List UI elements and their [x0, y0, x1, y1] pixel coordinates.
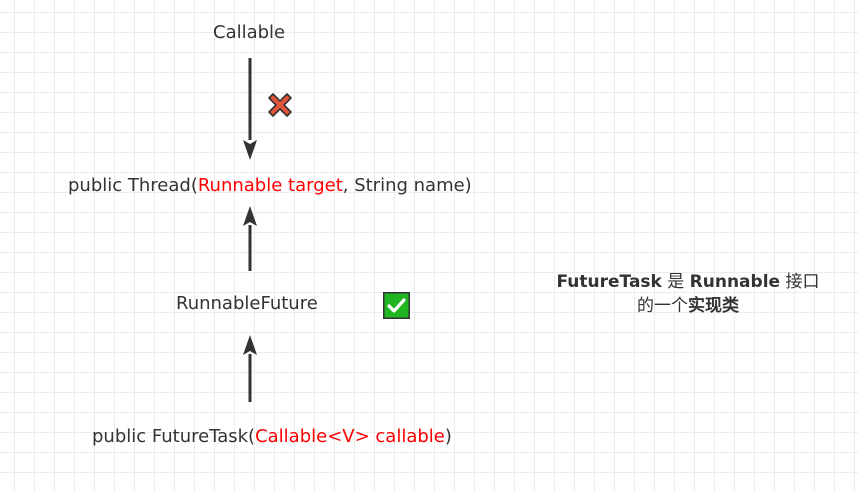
- arrow-runnablefuture-to-thread: [243, 206, 257, 271]
- note-interface: 接口: [780, 272, 820, 292]
- note-futuretask: FutureTask: [556, 272, 662, 292]
- thread-prefix: public Thread(: [68, 175, 198, 196]
- thread-suffix: , String name): [342, 175, 472, 196]
- check-mark-icon: [383, 292, 410, 319]
- futuretask-constructor-node: public FutureTask(Callable<V> callable): [92, 426, 452, 448]
- note-implementation: 实现类: [688, 296, 739, 316]
- futuretask-highlight: Callable<V> callable: [255, 426, 445, 447]
- futuretask-suffix: ): [444, 426, 452, 447]
- note-is: 是: [661, 272, 690, 292]
- futuretask-prefix: public FutureTask(: [92, 426, 256, 447]
- arrow-futuretask-to-runnablefuture: [243, 335, 257, 402]
- thread-constructor-node: public Thread(Runnable target, String na…: [68, 175, 472, 197]
- note-runnable: Runnable: [689, 272, 781, 292]
- cross-mark-icon: [268, 93, 292, 117]
- thread-highlight: Runnable target: [197, 175, 343, 196]
- arrow-callable-to-thread: [243, 58, 257, 160]
- note-line-2: 的一个实现类: [546, 294, 830, 318]
- note-line-1: FutureTask 是 Runnable 接口: [546, 270, 830, 294]
- runnablefuture-node: RunnableFuture: [176, 293, 318, 314]
- note-one-of: 的一个: [637, 296, 688, 316]
- callable-node: Callable: [213, 22, 286, 43]
- implementation-note: FutureTask 是 Runnable 接口 的一个实现类: [546, 270, 830, 318]
